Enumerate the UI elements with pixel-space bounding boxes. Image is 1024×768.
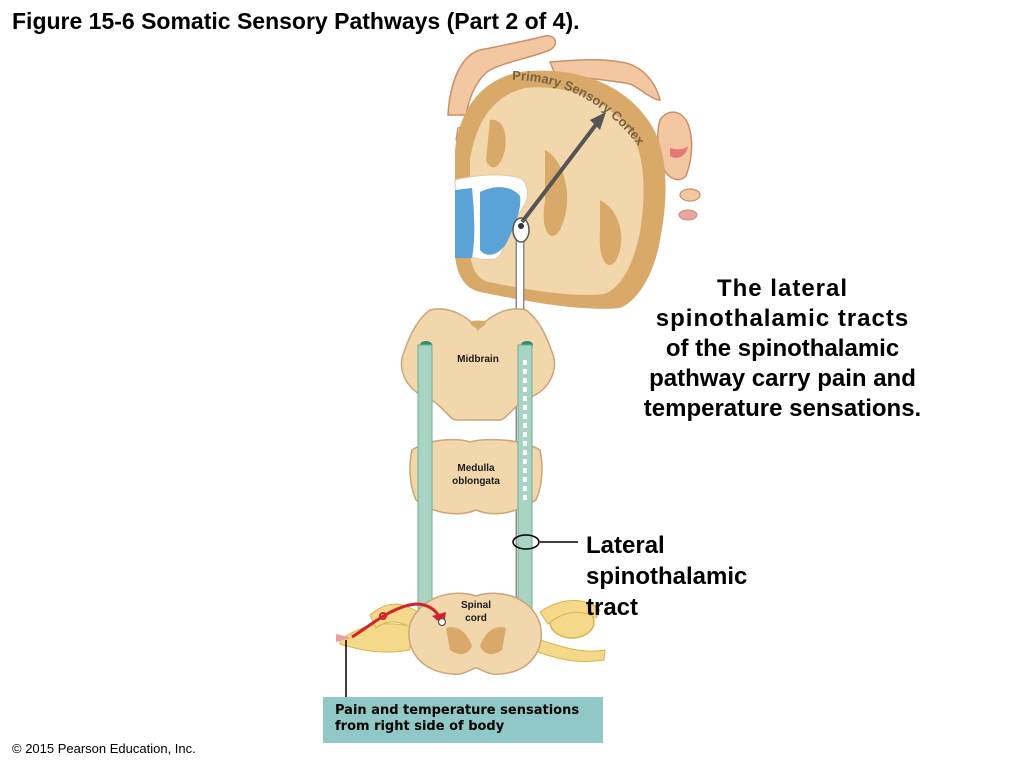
lateral-tract-callout-marker — [512, 534, 578, 550]
lateral-tract-label: Lateral spinothalamic tract — [586, 532, 748, 621]
source-box: Pain and temperature sensations from rig… — [323, 697, 603, 743]
spinothalamic-tracts — [417, 344, 533, 636]
midbrain-label: Midbrain — [457, 354, 499, 365]
homunculus-face — [657, 111, 701, 221]
caption: The lateral spinothalamic tracts of the … — [630, 274, 935, 424]
figure-title: Figure 15-6 Somatic Sensory Pathways (Pa… — [12, 8, 580, 34]
caption-heading: The lateral spinothalamic tracts — [655, 275, 910, 332]
homunculus-arm — [447, 35, 661, 145]
copyright: © 2015 Pearson Education, Inc. — [12, 741, 196, 756]
cerebrum-section — [454, 70, 666, 309]
first-order-neuron — [336, 602, 447, 697]
caption-body: of the spinothalamic pathway carry pain … — [643, 335, 922, 422]
